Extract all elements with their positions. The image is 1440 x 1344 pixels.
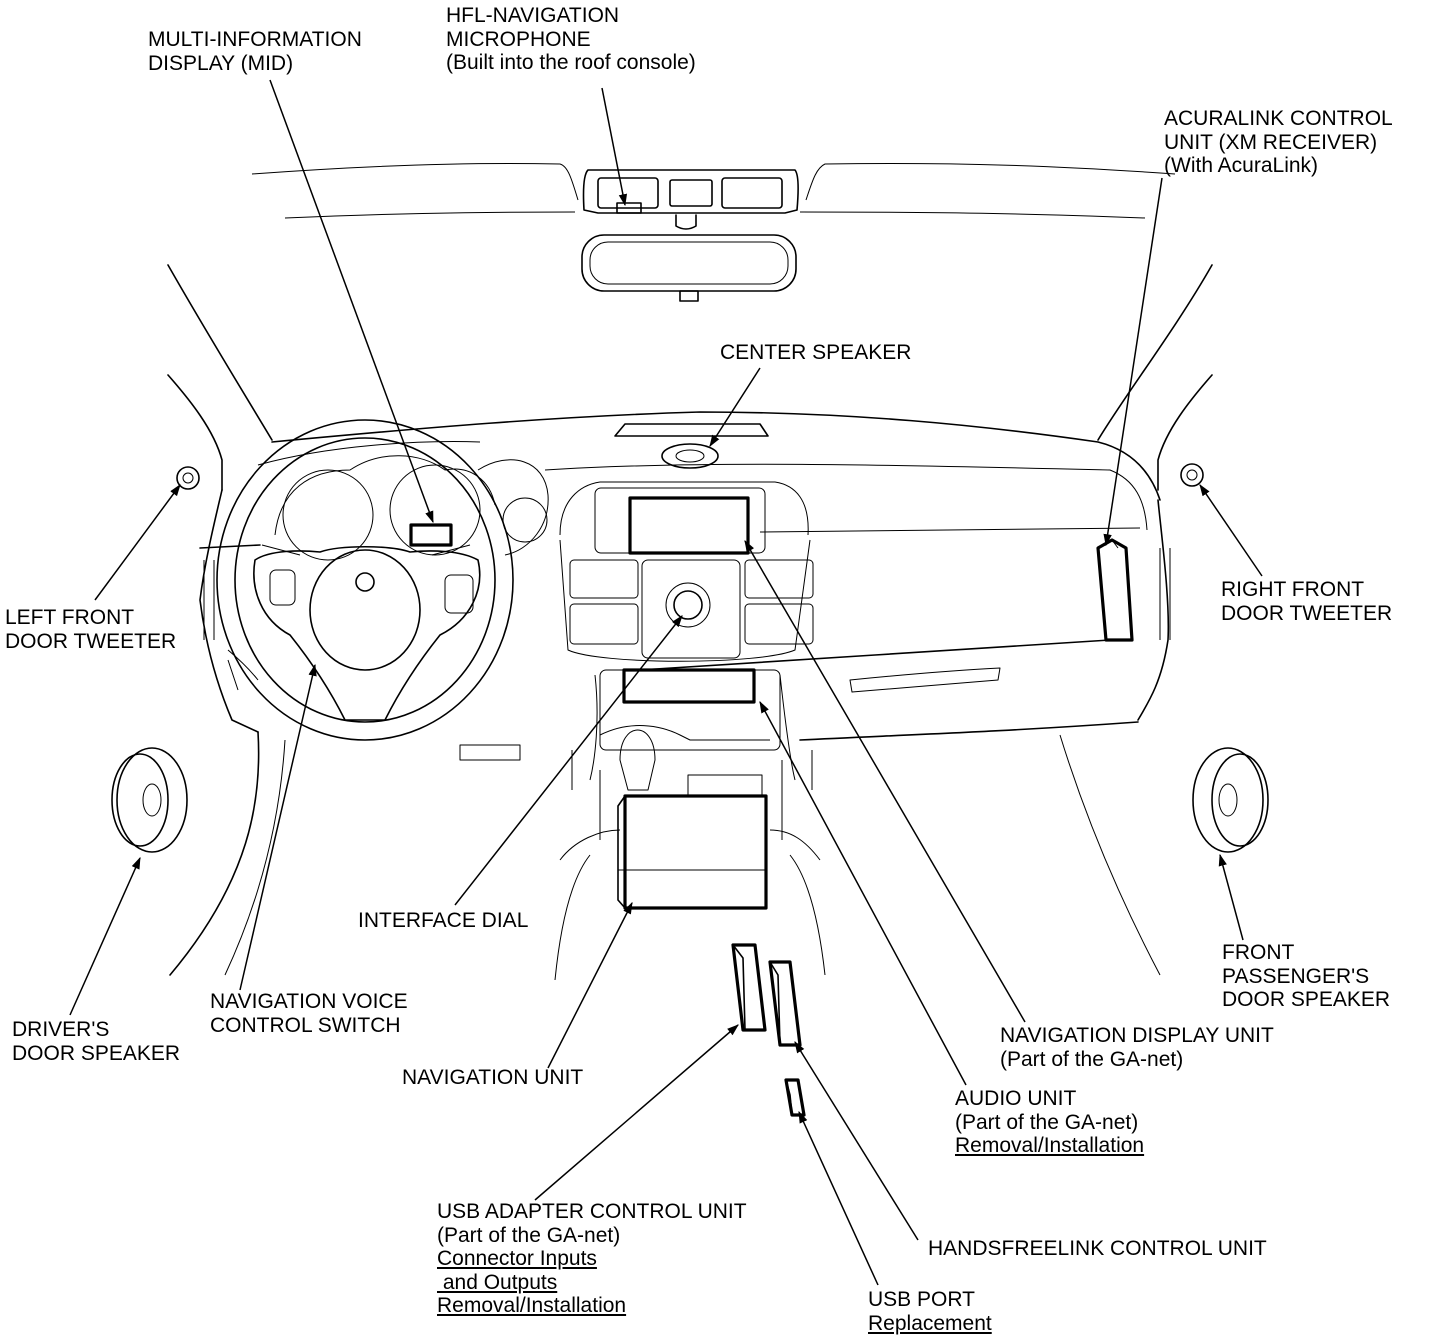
handsfreelink-control-unit [768,960,802,1047]
label-line: LEFT FRONT [5,606,135,629]
label-line: DOOR TWEETER [5,629,177,653]
label-line: CENTER SPEAKER [720,341,912,364]
label-line: USB PORT [868,1288,975,1311]
roof-console [582,169,799,214]
label-line: (Part of the GA-net) [955,1110,1139,1134]
label-interface-dial: INTERFACE DIAL [358,909,528,933]
rearview-mirror [581,214,797,302]
label-line: (Built into the roof console) [446,51,696,74]
windshield-roof-lines [251,162,1176,219]
label-hfl-navigation-microphone: HFL-NAVIGATION MICROPHONE (Built into th… [446,4,696,75]
label-line: HFL-NAVIGATION [446,4,620,27]
label-line: CONTROL SWITCH [210,1013,401,1037]
label-line: DOOR SPEAKER [12,1041,181,1065]
label-line: UNIT (XM RECEIVER) [1164,130,1378,154]
label-line: NAVIGATION VOICE [210,990,408,1013]
label-line: NAVIGATION DISPLAY UNIT [1000,1024,1274,1047]
label-line: (Part of the GA-net) [1000,1047,1184,1071]
label-line: NAVIGATION UNIT [402,1066,584,1089]
acuralink-control-unit [1096,538,1134,642]
steering-wheel [216,419,514,741]
usb-adapter-inputs-outputs-link[interactable]: and Outputs [437,1270,558,1294]
label-usb-adapter-control-unit: USB ADAPTER CONTROL UNIT (Part of the GA… [437,1200,747,1318]
label-usb-port: USB PORT Replacement [868,1288,992,1335]
drivers-door-speaker [111,747,188,853]
label-line: AUDIO UNIT [955,1087,1077,1110]
label-line: FRONT [1222,941,1295,964]
a-pillars [167,264,1213,491]
label-line: PASSENGER'S [1222,964,1370,988]
label-line: RIGHT FRONT [1221,578,1365,601]
label-line: (Part of the GA-net) [437,1223,621,1247]
passenger-door-speaker [1192,747,1269,853]
navigation-unit [617,794,768,910]
label-line: DOOR SPEAKER [1222,988,1391,1011]
usb-adapter-connector-link[interactable]: Connector Inputs [437,1247,597,1270]
label-line: MULTI-INFORMATION [148,28,362,51]
center-stack [227,481,814,751]
leader-lines [69,79,1263,1286]
label-center-speaker: CENTER SPEAKER [720,341,911,365]
audio-unit-removal-installation-link[interactable]: Removal/Installation [955,1134,1145,1157]
audio-unit [622,668,756,704]
label-line: DRIVER'S [12,1018,110,1041]
label-line: MICROPHONE [446,27,591,51]
lower-trim [169,674,796,976]
usb-adapter-control-unit [731,943,767,1032]
label-drivers-door-speaker: DRIVER'S DOOR SPEAKER [12,1018,180,1065]
left-door-tweeter [176,466,200,490]
label-line: INTERFACE DIAL [358,909,529,932]
usb-port [784,1078,806,1117]
instrument-cluster [274,455,549,561]
label-handsfreelink-control-unit: HANDSFREELINK CONTROL UNIT [928,1237,1267,1261]
label-acuralink-control-unit: ACURALINK CONTROL UNIT (XM RECEIVER) (Wi… [1164,107,1393,178]
center-console [459,725,826,981]
label-audio-unit: AUDIO UNIT (Part of the GA-net) Removal/… [955,1087,1144,1158]
navigation-display-unit [628,496,750,555]
right-door-tweeter [1180,463,1204,487]
label-line: (With AcuraLink) [1164,154,1319,177]
usb-port-replacement-link[interactable]: Replacement [868,1311,992,1335]
label-left-front-door-tweeter: LEFT FRONT DOOR TWEETER [5,606,176,653]
usb-adapter-removal-installation-link[interactable]: Removal/Installation [437,1294,627,1317]
label-line: USB ADAPTER CONTROL UNIT [437,1200,747,1223]
center-speaker [614,423,769,469]
dashboard-outline [199,411,1171,976]
label-line: HANDSFREELINK CONTROL UNIT [928,1237,1267,1260]
label-navigation-unit: NAVIGATION UNIT [402,1066,583,1090]
label-line: DOOR TWEETER [1221,601,1393,625]
label-navigation-display-unit: NAVIGATION DISPLAY UNIT (Part of the GA-… [1000,1024,1274,1071]
label-line: ACURALINK CONTROL [1164,107,1393,130]
multi-information-display [409,523,453,547]
label-front-passengers-door-speaker: FRONT PASSENGER'S DOOR SPEAKER [1222,941,1390,1012]
label-multi-information-display: MULTI-INFORMATION DISPLAY (MID) [148,28,362,75]
label-right-front-door-tweeter: RIGHT FRONT DOOR TWEETER [1221,578,1392,625]
label-navigation-voice-control-switch: NAVIGATION VOICE CONTROL SWITCH [210,990,408,1037]
label-line: DISPLAY (MID) [148,51,294,75]
